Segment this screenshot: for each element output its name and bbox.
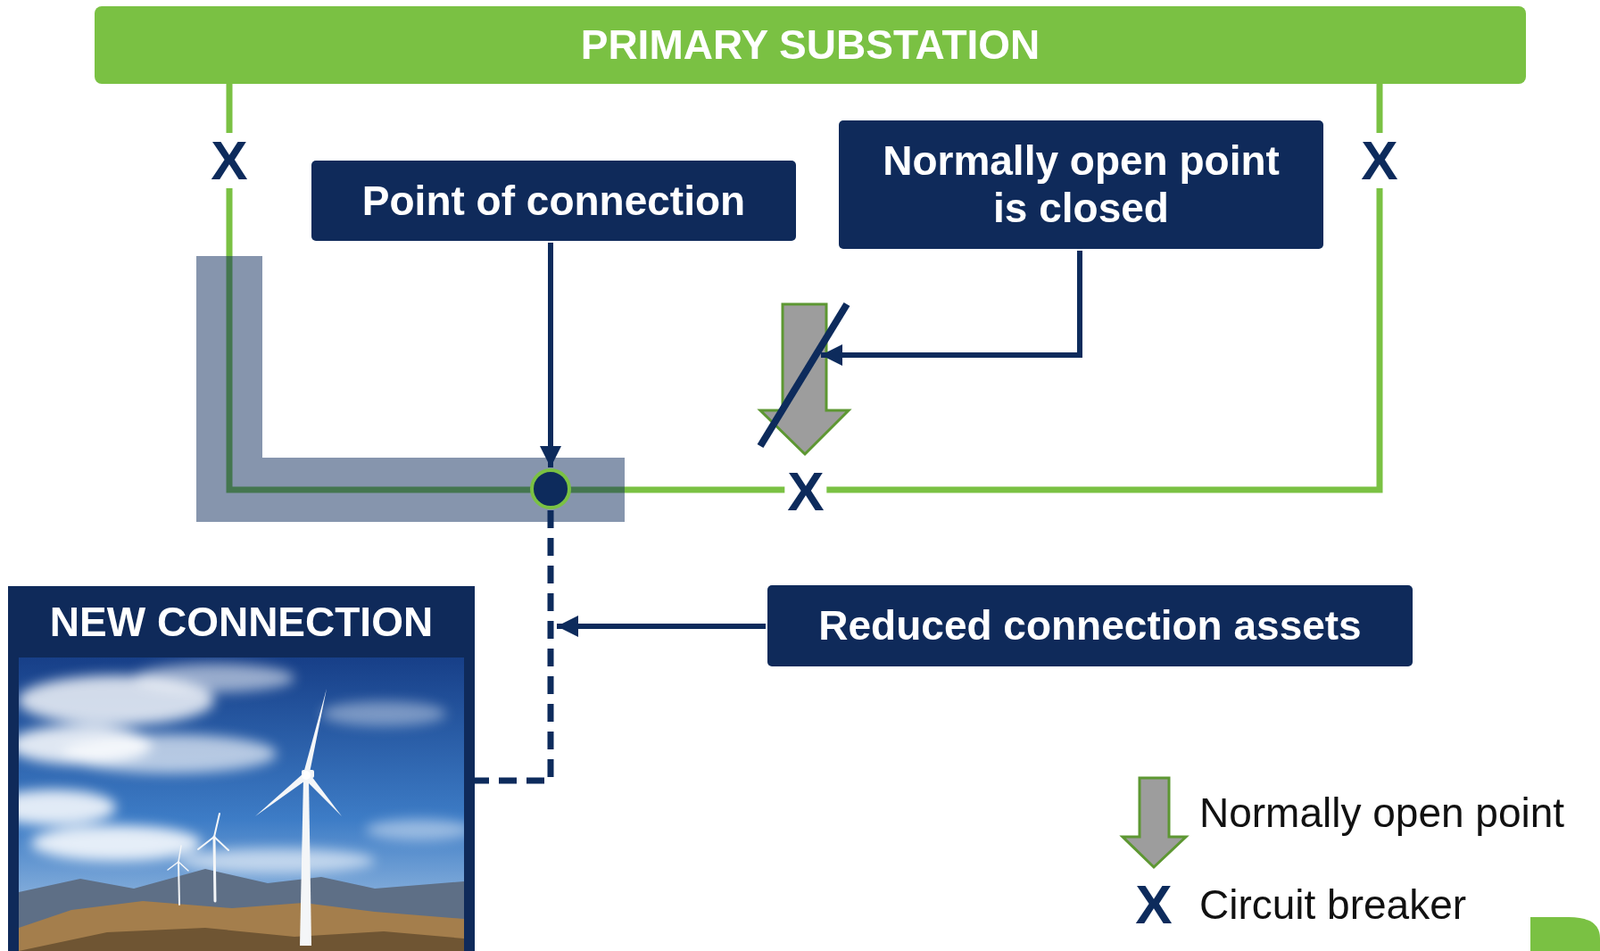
circuit-breaker-symbol: X <box>784 464 827 520</box>
turbine-blade <box>178 862 189 871</box>
turbine-tower <box>299 778 312 946</box>
small-turbine <box>198 813 229 902</box>
hill-shadow <box>18 928 465 951</box>
turbine-blade <box>214 837 229 851</box>
substation-bar: PRIMARY SUBSTATION <box>94 6 1526 84</box>
legend-text: Normally open point <box>1199 790 1565 837</box>
panel-heading: NEW CONNECTION <box>49 586 433 658</box>
box-label: Normally open point is closed <box>871 137 1292 233</box>
wind-turbine-photo <box>18 657 465 951</box>
panel-frame <box>8 586 475 951</box>
box-label: Reduced connection assets <box>818 602 1361 650</box>
callout-box: Normally open point is closed <box>838 120 1324 249</box>
cloud <box>18 789 117 826</box>
turbine-blade <box>178 845 182 863</box>
turbine-tower <box>178 862 180 905</box>
turbine-hub <box>301 770 311 780</box>
connection-dot <box>531 470 570 508</box>
turbine-blade <box>255 772 308 817</box>
clouds <box>18 663 465 874</box>
callout-box: Point of connection <box>311 160 796 241</box>
turbine-tower <box>214 837 216 902</box>
new-cable-dashed <box>474 510 551 781</box>
normally-open-point-symbol <box>760 304 849 455</box>
mountains <box>18 869 465 951</box>
leader-arrow <box>547 242 554 468</box>
turbine-blade <box>167 862 179 871</box>
turbine-blade <box>303 772 342 817</box>
leader-arrow <box>820 250 1080 356</box>
turbine-blade <box>198 837 215 850</box>
feeder-line <box>229 83 1380 490</box>
hill <box>18 901 465 951</box>
shared-assets-band <box>196 256 625 523</box>
small-turbine <box>167 845 189 905</box>
cloud <box>31 825 201 862</box>
circuit-breaker-symbol: X <box>1358 132 1401 189</box>
turbine-blade <box>214 813 220 838</box>
logo-fragment <box>1530 917 1600 951</box>
circuit-breaker-symbol: X <box>207 132 250 189</box>
connection-panel: NEW CONNECTION <box>8 586 475 951</box>
wind-turbine <box>255 688 342 946</box>
circuit-breaker-symbol: X <box>1132 877 1175 933</box>
closed-slash <box>760 304 847 447</box>
callout-box: Reduced connection assets <box>767 585 1413 667</box>
legend-normally-open-point-symbol <box>1122 778 1186 868</box>
turbine-blade <box>303 688 327 774</box>
box-label: Point of connection <box>362 177 746 225</box>
box-label: PRIMARY SUBSTATION <box>580 21 1041 69</box>
cloud <box>62 734 277 774</box>
cloud <box>321 701 447 727</box>
leader-arrow <box>556 623 766 630</box>
legend-text: Circuit breaker <box>1199 882 1467 929</box>
cloud <box>365 819 465 841</box>
cloud <box>133 663 295 693</box>
